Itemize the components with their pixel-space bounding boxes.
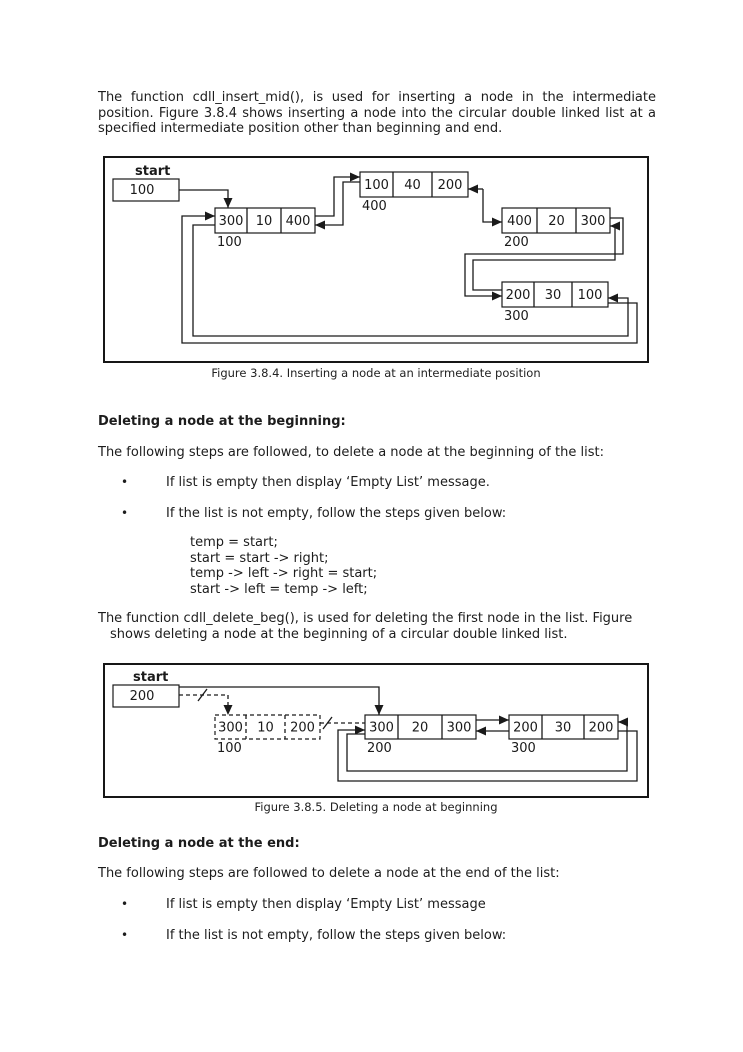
bullet-item: • If list is empty then display ‘Empty Li… — [121, 897, 661, 913]
node-address-label: 100 — [217, 741, 242, 756]
node-address-label: 300 — [511, 741, 536, 756]
start-pointer: start 100 — [112, 164, 180, 202]
cut-slash — [322, 716, 333, 730]
delete-beginning-closing: The function cdll_delete_beg(), is used … — [98, 611, 663, 642]
node-field: 10 — [257, 721, 274, 736]
cut-slash — [197, 688, 208, 702]
intro-paragraph: The function cdll_insert_mid(), is used … — [98, 90, 656, 136]
node200-left-to-300-wrap — [346, 717, 628, 772]
code-line: temp = start; — [190, 535, 278, 550]
node-field: 30 — [545, 288, 562, 303]
start-value: 100 — [130, 183, 155, 198]
node-field: 200 — [438, 178, 463, 193]
node-200: 300 20 300 200 — [364, 714, 477, 756]
node-address-label: 300 — [504, 309, 529, 324]
node-400: 100 40 200 400 — [359, 171, 469, 214]
node400-right-to-200 — [482, 189, 502, 227]
closing-line-2: shows deleting a node at the beginning o… — [110, 626, 568, 642]
bullet-dot: • — [121, 505, 129, 520]
old-start-to-node100 — [179, 694, 233, 715]
node-field: 300 — [581, 214, 606, 229]
closing-line-1: The function cdll_delete_beg(), is used … — [98, 611, 633, 626]
code-line: start = start -> right; — [190, 550, 329, 566]
node-100: 300 10 200 100 — [214, 714, 321, 756]
start-label: start — [135, 164, 170, 179]
bullet-text: If the list is not empty, follow the ste… — [166, 927, 507, 943]
delete-beginning-bullets: • If list is empty then display ‘Empty Li… — [121, 475, 661, 536]
node300-right-to-200-wrap — [337, 725, 638, 782]
bullet-item: • If the list is not empty, follow the st… — [121, 928, 661, 944]
node-field: 20 — [548, 214, 565, 229]
code-line: start -> left = temp -> left; — [190, 581, 368, 597]
figure-3-8-4-caption: Figure 3.8.4. Inserting a node at an int… — [211, 366, 541, 380]
heading-delete-beginning: Deleting a node at the beginning: — [98, 414, 346, 429]
node-field: 40 — [404, 178, 421, 193]
node300-left-to-200 — [472, 221, 620, 291]
node-field: 200 — [290, 721, 315, 736]
start-to-node200 — [179, 686, 384, 715]
figure-3-8-5-caption: Figure 3.8.5. Deleting a node at beginni… — [254, 800, 498, 814]
node-field: 300 — [218, 721, 243, 736]
node-field: 30 — [555, 721, 572, 736]
node-300: 200 30 100 300 — [501, 281, 609, 324]
delete-end-bullets: • If list is empty then display ‘Empty Li… — [121, 897, 661, 958]
node-address-label: 200 — [367, 741, 392, 756]
code-line: temp -> left -> right = start; — [190, 566, 378, 581]
node-address-label: 400 — [362, 199, 387, 214]
node-field: 200 — [506, 288, 531, 303]
bullet-item: • If list is empty then display ‘Empty Li… — [121, 475, 661, 491]
node-field: 100 — [578, 288, 603, 303]
node-field: 300 — [447, 721, 472, 736]
node300-right-to-100 — [181, 211, 638, 344]
node-field: 20 — [412, 721, 429, 736]
heading-delete-end: Deleting a node at the end: — [98, 836, 300, 851]
node-field: 300 — [369, 721, 394, 736]
node200-right-to-300 — [464, 217, 624, 301]
node-field: 10 — [256, 214, 273, 229]
node400-left-to-100 — [315, 181, 360, 230]
bullet-text: If list is empty then display ‘Empty Lis… — [166, 897, 486, 912]
bullet-text: If list is empty then display ‘Empty Lis… — [166, 475, 490, 490]
delete-end-intro: The following steps are followed to dele… — [98, 866, 560, 881]
start-value: 200 — [130, 689, 155, 704]
node-300: 200 30 200 300 — [508, 714, 619, 756]
bullet-item: • If the list is not empty, follow the st… — [121, 506, 661, 522]
node-field: 200 — [589, 721, 614, 736]
bullet-dot: • — [121, 927, 129, 942]
node100-right-to-400 — [315, 172, 360, 217]
delete-beginning-intro: The following steps are followed, to del… — [98, 445, 604, 460]
node100-left-to-300 — [192, 224, 629, 337]
bullet-dot: • — [121, 897, 129, 911]
node-field: 400 — [507, 214, 532, 229]
node-200: 400 20 300 200 — [501, 207, 611, 250]
bullet-dot: • — [121, 475, 129, 489]
node-field: 300 — [219, 214, 244, 229]
node-field: 100 — [364, 178, 389, 193]
bullet-text: If the list is not empty, follow the ste… — [166, 505, 507, 521]
delete-beginning-code: temp = start;start = start -> right;temp… — [190, 535, 377, 597]
node-address-label: 200 — [504, 235, 529, 250]
node-field: 400 — [286, 214, 311, 229]
node-field: 200 — [513, 721, 538, 736]
node-100: 300 10 400 100 — [214, 207, 316, 250]
start-to-node100 — [179, 189, 233, 208]
start-pointer: start 200 — [112, 670, 180, 708]
start-label: start — [133, 670, 168, 685]
node-address-label: 100 — [217, 235, 242, 250]
